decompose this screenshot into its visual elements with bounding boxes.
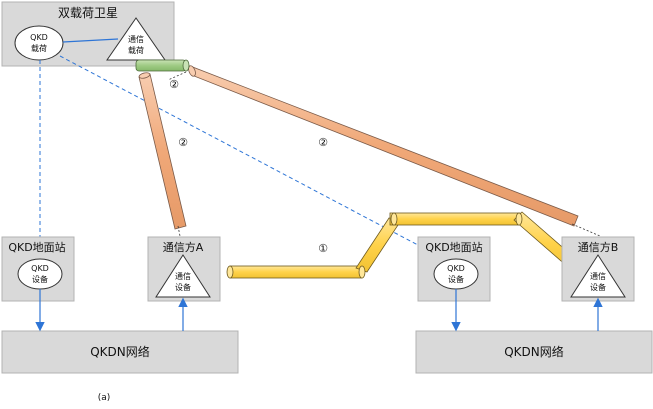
- satellite-title: 双载荷卫星: [58, 6, 118, 20]
- qkd-station-right-device-line1: QKD: [447, 264, 465, 273]
- marker-one: ①: [318, 242, 328, 255]
- party-b-title: 通信方B: [578, 240, 619, 254]
- qkdn-network-right: QKDN网络: [415, 330, 653, 374]
- qkd-station-left-title: QKD地面站: [8, 240, 65, 254]
- party-a-device-line2: 设备: [175, 282, 191, 292]
- qkd-station-left-device-line2: 设备: [32, 274, 48, 284]
- qkd-station-right-device-line2: 设备: [448, 274, 464, 284]
- qkd-payload-line2: 载荷: [31, 43, 47, 53]
- qkd-station-left-device-line1: QKD: [31, 264, 49, 273]
- qkd-station-left: QKD地面站 QKD 设备: [1, 236, 75, 302]
- party-a: 通信方A 通信 设备: [147, 236, 221, 302]
- satellite-box: 双载荷卫星 QKD 载荷 通信 载荷: [1, 1, 175, 67]
- marker-two-top: ②: [169, 78, 179, 91]
- payload-link: [62, 38, 119, 43]
- qkd-station-right-title: QKD地面站: [425, 240, 482, 254]
- qkdn-network-left: QKDN网络: [1, 330, 239, 374]
- satellite-green-tube: [135, 59, 190, 72]
- party-b-device-line1: 通信: [590, 271, 606, 281]
- qkd-station-right: QKD地面站 QKD 设备: [417, 236, 491, 302]
- channel-2-tube-to-a: [138, 72, 187, 247]
- qkd-payload-line1: QKD: [30, 33, 48, 42]
- marker-two-left: ②: [178, 136, 188, 149]
- marker-two-right: ②: [318, 136, 328, 149]
- qkdn-network-left-label: QKDN网络: [90, 344, 150, 359]
- comm-payload-line1: 通信: [128, 34, 144, 44]
- channel-1-tube: [226, 211, 585, 279]
- party-a-title: 通信方A: [163, 240, 204, 254]
- comm-payload-node: 通信 载荷: [106, 17, 166, 61]
- figure-caption: (a): [98, 393, 111, 403]
- qkdn-network-right-label: QKDN网络: [504, 344, 564, 359]
- channel-2-tube-to-b: [167, 65, 601, 237]
- party-b-device-line2: 设备: [590, 282, 606, 292]
- qkd-payload-node: QKD 载荷: [14, 25, 64, 61]
- qkd-dashed-link-right: [59, 55, 453, 264]
- party-a-device-line1: 通信: [175, 271, 191, 281]
- party-b: 通信方B 通信 设备: [561, 236, 635, 302]
- comm-payload-line2: 载荷: [128, 45, 144, 55]
